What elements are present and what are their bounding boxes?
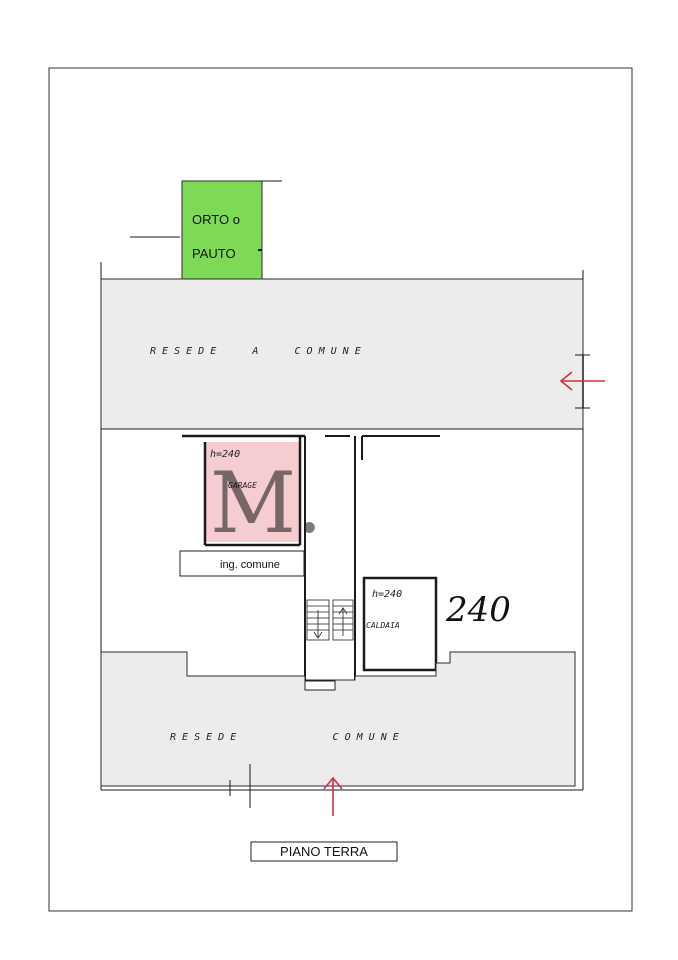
- orto-area: [181, 180, 263, 280]
- title-box: [250, 841, 398, 862]
- ing-comune-label: ing. comune: [220, 559, 280, 571]
- garage-height-label: h=240: [210, 449, 240, 460]
- caldaia-height-label: h=240: [372, 589, 402, 600]
- resede-top-area: [100, 278, 584, 430]
- watermark-logo: M.: [210, 454, 323, 552]
- handwritten-number: 240: [445, 590, 511, 630]
- resede-bottom-area: [100, 651, 576, 787]
- caldaia-name-label: CALDAIA: [366, 621, 400, 630]
- stairs-icon: [306, 599, 354, 641]
- plan-title: PIANO TERRA: [280, 844, 368, 859]
- page-frame: [48, 67, 633, 912]
- orto-label-line2: PAUTO: [192, 246, 236, 261]
- orto-label-line1: ORTO o: [192, 212, 240, 227]
- garage-name-label: GARAGE: [228, 481, 257, 490]
- entry-arrow-right-icon: [559, 371, 605, 391]
- garage-room: [205, 442, 300, 542]
- ing-comune-box: [179, 550, 305, 577]
- entry-arrow-up-icon: [323, 776, 343, 816]
- resede-top-label: R E S E D E A C O M U N E: [150, 346, 361, 357]
- resede-bottom-label: R E S E D E C O M U N E: [170, 732, 399, 743]
